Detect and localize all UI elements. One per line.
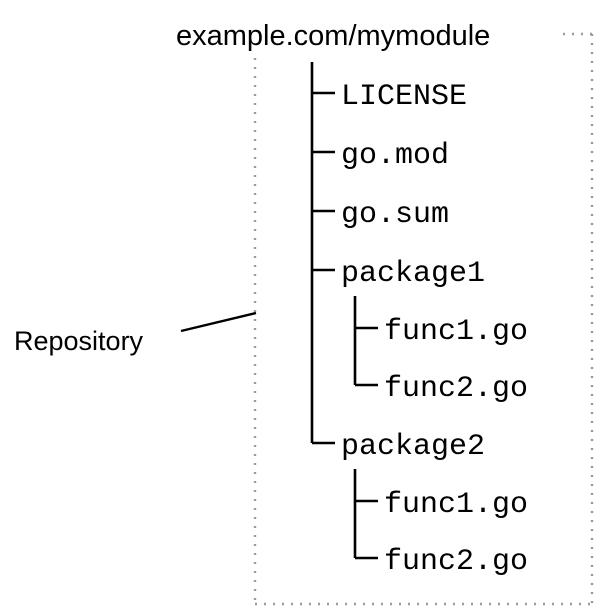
tree-node-package1-func1: func1.go bbox=[384, 315, 528, 349]
module-path-title: example.com/mymodule bbox=[176, 20, 490, 52]
repository-leader-line bbox=[180, 311, 257, 333]
tree-node-package1-func2: func2.go bbox=[384, 372, 528, 406]
tree-node-package2: package2 bbox=[341, 430, 485, 464]
tree-node-go-sum: go.sum bbox=[341, 198, 449, 232]
tree-node-package1: package1 bbox=[341, 257, 485, 291]
tree-node-package2-func2: func2.go bbox=[384, 545, 528, 579]
tree-node-package2-func1: func1.go bbox=[384, 488, 528, 522]
tree-node-license: LICENSE bbox=[341, 80, 467, 114]
tree-node-go-mod: go.mod bbox=[341, 139, 449, 173]
repository-annotation-label: Repository bbox=[14, 326, 144, 356]
